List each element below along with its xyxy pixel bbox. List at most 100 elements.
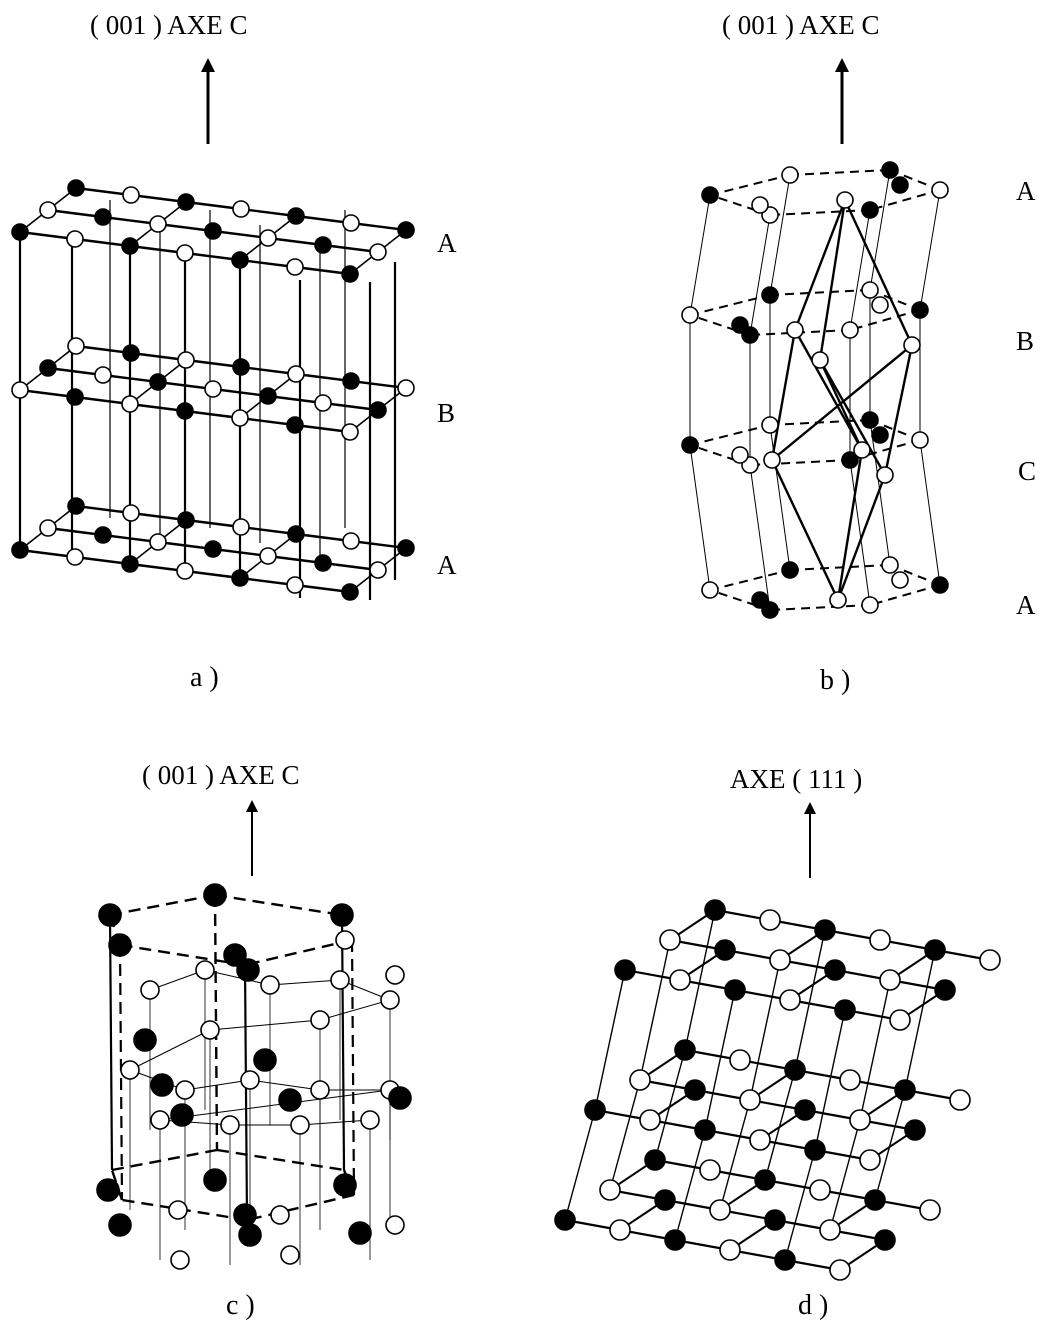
cell-edge (818, 359, 887, 476)
light-atom (739, 1089, 761, 1111)
dark-atom (704, 899, 726, 921)
layer-bond (769, 604, 871, 611)
light-atom (931, 181, 949, 199)
inner-bond (209, 1019, 321, 1031)
light-atom (330, 970, 350, 990)
dark-atom (133, 1028, 157, 1052)
layer-bond (119, 943, 246, 967)
inner-bond (249, 1079, 321, 1091)
light-atom (335, 930, 355, 950)
cell-edge (771, 344, 913, 461)
light-atom (150, 1110, 170, 1130)
dark-atom (911, 301, 929, 319)
dark-atom (94, 208, 112, 226)
light-atom (232, 518, 250, 536)
light-atom (731, 446, 749, 464)
layer-bond (267, 554, 324, 565)
layer-bond (350, 539, 407, 550)
vertical-bond (919, 439, 941, 586)
layer-bond (709, 194, 771, 216)
layer-bond (102, 215, 159, 226)
layer-bond (709, 569, 791, 591)
dark-atom (714, 939, 736, 961)
light-atom (903, 336, 921, 354)
panel-a-layer-label-bottom: A (437, 550, 457, 580)
light-atom (669, 969, 691, 991)
light-atom (11, 381, 29, 399)
cell-edge (770, 459, 840, 601)
dark-atom (203, 883, 227, 907)
vertical-bond (919, 189, 941, 311)
light-atom (385, 965, 405, 985)
light-atom (836, 191, 854, 209)
inner-bond (159, 1119, 231, 1126)
layer-bond (212, 547, 269, 558)
light-atom (94, 366, 112, 384)
layer-bond (75, 186, 132, 197)
light-atom (919, 1199, 941, 1221)
dark-atom (904, 1119, 926, 1141)
light-atom (369, 243, 387, 261)
cell-edge (818, 199, 847, 361)
panel-d-axis-arrow (804, 802, 816, 878)
light-atom (168, 1200, 188, 1220)
vertical-bond (764, 1069, 796, 1181)
light-atom (280, 1245, 300, 1265)
layer-bond (157, 380, 214, 391)
light-atom (342, 532, 360, 550)
panel-b-caption: b ) (820, 665, 851, 696)
dark-atom (774, 1249, 796, 1271)
light-atom (170, 1250, 190, 1270)
light-atom (769, 949, 791, 971)
dark-atom (754, 1169, 776, 1191)
dark-atom (330, 903, 354, 927)
dark-atom (341, 265, 359, 283)
dark-atom (871, 426, 889, 444)
light-atom (859, 1149, 881, 1171)
layer-bond (789, 564, 891, 571)
layer-bond (130, 351, 187, 362)
dark-atom (11, 223, 29, 241)
dark-atom (149, 373, 167, 391)
dark-atom (701, 186, 719, 204)
dark-atom (204, 540, 222, 558)
light-atom (681, 306, 699, 324)
vertical-bond (689, 444, 711, 591)
vertical-bond (849, 459, 871, 606)
dark-atom (67, 497, 85, 515)
panel-a-axis-arrow (201, 58, 215, 144)
light-atom (881, 556, 899, 574)
dark-atom (684, 1079, 706, 1101)
layer-bond (129, 244, 186, 255)
layer-bond (322, 401, 379, 412)
dark-atom (934, 979, 956, 1001)
layer-bond (709, 174, 791, 196)
vertical-bond (794, 929, 826, 1071)
layer-bond (130, 511, 187, 522)
light-atom (853, 441, 871, 459)
light-atom (385, 1215, 405, 1235)
dark-atom (674, 1039, 696, 1061)
light-atom (121, 395, 139, 413)
light-atom (66, 230, 84, 248)
panel-d-structure (554, 899, 1001, 1281)
dark-atom (287, 207, 305, 225)
light-atom (177, 351, 195, 369)
light-atom (891, 571, 909, 589)
vertical-bond (769, 174, 791, 296)
dark-atom (342, 372, 360, 390)
layer-bond (47, 208, 104, 219)
light-atom (204, 380, 222, 398)
light-atom (259, 229, 277, 247)
light-atom (380, 990, 400, 1010)
dark-atom (924, 939, 946, 961)
vertical-bond (674, 1129, 706, 1241)
light-atom (220, 1115, 240, 1135)
panel-b-layer-label-3: C (1018, 456, 1037, 486)
light-atom (719, 1239, 741, 1261)
dark-atom (236, 958, 260, 982)
light-atom (286, 258, 304, 276)
dark-atom (861, 201, 879, 219)
light-atom (149, 533, 167, 551)
